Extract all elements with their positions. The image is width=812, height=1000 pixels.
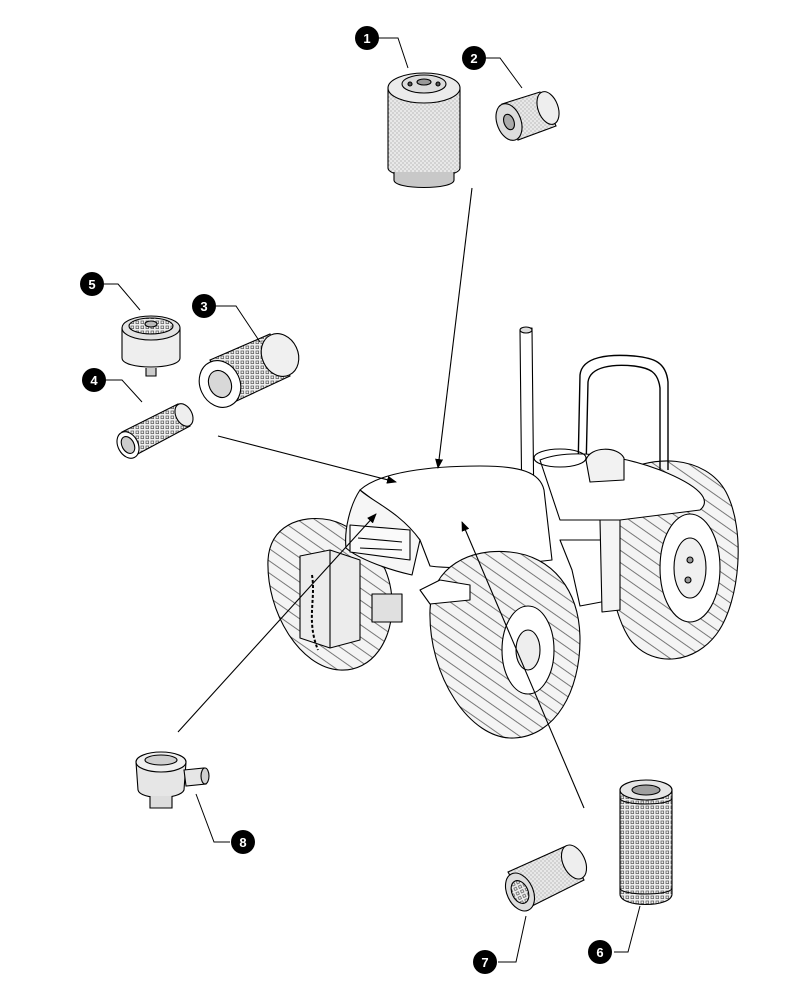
callout-number-3: 3	[200, 299, 207, 314]
callout-number-2: 2	[470, 51, 477, 66]
arrow-to-transmission	[461, 521, 585, 809]
callout-4: 4	[82, 368, 106, 392]
callout-1: 1	[355, 26, 379, 50]
fuel-sediment-bowl-icon	[135, 751, 210, 809]
callout-5: 5	[80, 272, 104, 296]
arrow-to-engine	[435, 187, 473, 469]
transmission-filter-icon	[504, 844, 588, 912]
callout-6: 6	[588, 940, 612, 964]
location-arrows	[177, 187, 585, 809]
tractor-illustration	[267, 326, 739, 739]
front-right-wheel	[429, 550, 581, 739]
callout-number-6: 6	[596, 945, 603, 960]
arrow-to-sediment-bowl	[177, 513, 377, 733]
callout-number-4: 4	[90, 373, 98, 388]
callout-number-1: 1	[363, 31, 370, 46]
callout-leaders	[104, 37, 641, 963]
callout-3: 3	[192, 294, 216, 318]
front-weight	[299, 549, 403, 649]
callout-2: 2	[462, 46, 486, 70]
air-filter-inner-icon	[116, 403, 194, 459]
arrow-to-air-filter	[217, 435, 397, 484]
rollover-protection-bar	[577, 354, 669, 471]
tow-chain	[310, 574, 319, 651]
fuel-filter-icon	[495, 91, 560, 141]
callout-number-5: 5	[88, 277, 95, 292]
engine-oil-filter-icon	[387, 72, 461, 188]
air-prefilter-bowl-icon	[121, 315, 181, 377]
callout-7: 7	[473, 950, 497, 974]
callout-number-8: 8	[239, 835, 246, 850]
callout-8: 8	[231, 830, 255, 854]
hydraulic-filter-icon	[619, 779, 673, 905]
air-filter-outer-icon	[198, 333, 300, 408]
callout-number-7: 7	[481, 955, 488, 970]
tractor-hood	[345, 465, 553, 576]
